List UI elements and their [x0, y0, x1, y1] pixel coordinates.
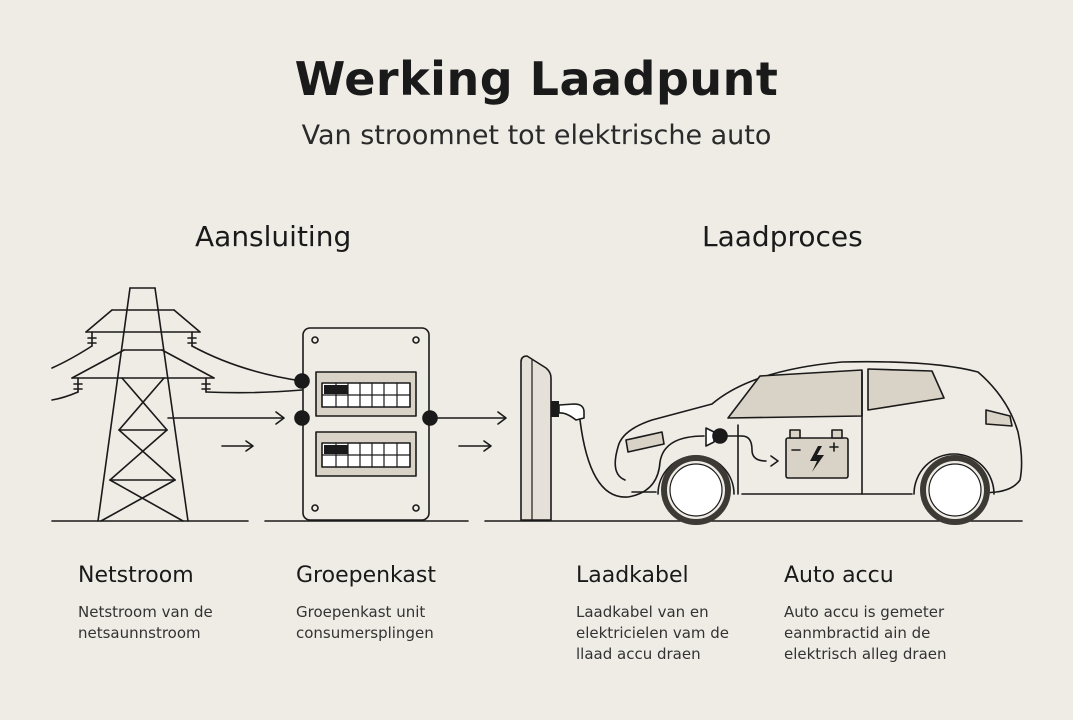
component-description: Auto accu is gemeter eanmbractid ain de … — [784, 603, 947, 663]
flow-arrow-icon — [221, 440, 254, 452]
component-title: Auto accu — [784, 563, 894, 588]
component-description: Laadkabel van en elektricielen vam de ll… — [576, 603, 730, 663]
page-title: Werking Laadpunt — [294, 52, 779, 106]
section-title-aansluiting: Aansluiting — [195, 220, 352, 253]
component-auto-accu: Auto accu Auto accu is gemeter eanmbract… — [784, 563, 1024, 665]
component-title: Netstroom — [78, 563, 194, 588]
component-groepenkast: Groepenkast Groepenkast unit consumerspl… — [296, 563, 536, 644]
component-description: Groepenkast unit consumersplingen — [296, 603, 434, 642]
flow-arrow-icon — [167, 411, 285, 425]
flow-arrow-icon — [429, 411, 507, 425]
power-pylon-icon — [51, 287, 303, 522]
component-title: Groepenkast — [296, 563, 436, 588]
component-netstroom: Netstroom Netstroom van de netsaunnstroo… — [78, 563, 318, 644]
component-title: Laadkabel — [576, 563, 689, 588]
electric-car-icon — [614, 360, 1023, 525]
fuse-box-icon — [294, 327, 438, 521]
flow-arrow-icon — [458, 440, 492, 452]
page-subtitle: Van stroomnet tot elektrische auto — [301, 120, 772, 151]
charging-station-icon — [520, 355, 585, 521]
component-laadkabel: Laadkabel Laadkabel van en elektricielen… — [576, 563, 816, 665]
section-title-laadproces: Laadproces — [702, 220, 863, 253]
battery-icon — [785, 429, 849, 479]
component-description: Netstroom van de netsaunnstroom — [78, 603, 213, 642]
